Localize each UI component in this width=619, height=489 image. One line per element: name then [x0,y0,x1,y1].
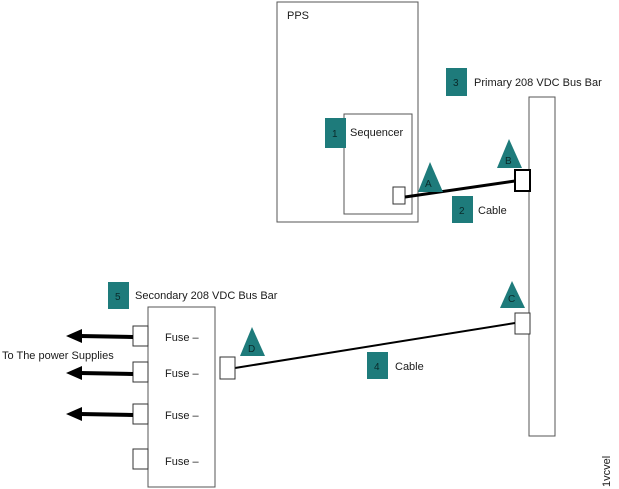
cable-2-label: Cable [478,205,507,217]
output-arrow-1-line [79,334,134,339]
output-arrow-3-line [79,412,134,417]
cable-2-badge [452,196,473,223]
output-arrow-2-line [79,371,134,376]
secondary-bus-bar-badge [108,282,129,309]
marker-b-triangle [497,139,522,168]
cable-4-label: Cable [395,361,424,373]
cable-4-badge [367,352,388,379]
secondary-bus-bar-label: Secondary 208 VDC Bus Bar [135,290,278,302]
primary-bus-port-c [514,312,531,335]
marker-d-label: D [248,344,255,355]
sequencer-port [392,186,406,205]
sequencer-badge-number: 1 [332,129,338,140]
fuse-1-port [132,325,149,347]
figure-id: 1vcvel [601,456,613,487]
cable-2-line [404,179,516,199]
secondary-bus-bar-badge-number: 5 [115,292,121,303]
cable-4-badge-number: 4 [374,362,380,373]
outputs-label: To The power Supplies [2,350,114,362]
sequencer-badge [325,118,346,148]
fuse-2-port [132,361,149,383]
cable-2-badge-number: 2 [459,206,465,217]
fuse-1-label: Fuse – [165,332,200,344]
primary-bus-bar-badge-number: 3 [453,78,459,89]
secondary-bus-bar [147,306,216,488]
primary-bus-port-b [514,169,531,192]
cable-4-line [234,322,516,369]
primary-bus-bar-label: Primary 208 VDC Bus Bar [474,77,602,89]
output-arrow-3-head [66,407,82,421]
sequencer-label: Sequencer [350,127,404,139]
primary-bus-bar-badge [446,68,467,96]
marker-b-label: B [505,156,512,167]
fuse-3-port [132,403,149,425]
secondary-bus-input-port [219,356,236,380]
primary-bus-bar [528,96,556,437]
output-arrow-2-head [66,366,82,380]
marker-a-label: A [425,179,432,190]
marker-d-triangle [240,327,265,356]
marker-c-label: C [508,294,515,305]
fuse-4-port [132,448,149,470]
marker-c-triangle [500,281,525,308]
output-arrow-1-head [66,329,82,343]
fuse-2-label: Fuse – [165,368,200,380]
pps-label: PPS [287,10,309,22]
fuse-3-label: Fuse – [165,410,200,422]
fuse-4-label: Fuse – [165,456,200,468]
marker-a-triangle [418,162,443,192]
